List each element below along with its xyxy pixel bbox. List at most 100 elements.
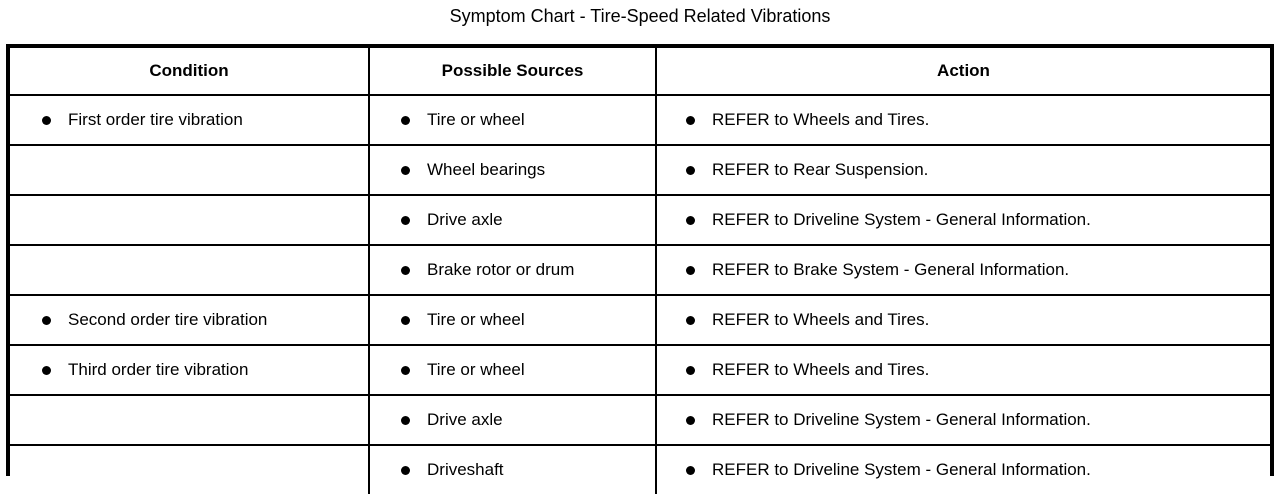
bullet-icon (401, 415, 410, 425)
list-item: Wheel bearings (370, 160, 655, 180)
cell-condition (10, 445, 370, 494)
table-row: Second order tire vibration Tire or wheel… (10, 295, 1270, 346)
symptom-chart-page: Symptom Chart - Tire-Speed Related Vibra… (6, 6, 1274, 494)
list-item-label: REFER to Wheels and Tires. (712, 360, 930, 379)
cell-possible-source: Drive axle (369, 395, 657, 446)
list-item-label: Driveshaft (427, 460, 504, 479)
table-header: Condition Possible Sources Action (10, 48, 1270, 96)
list-item: REFER to Wheels and Tires. (657, 360, 1270, 380)
cell-condition (10, 195, 370, 246)
column-header-possible-sources-label: Possible Sources (441, 61, 584, 80)
list-item: Tire or wheel (370, 360, 655, 380)
list-item: REFER to Driveline System - General Info… (657, 410, 1270, 430)
empty-cell (10, 160, 368, 180)
bullet-icon (686, 215, 695, 225)
list-item-label: Drive axle (427, 410, 503, 429)
bullet-icon (42, 365, 51, 375)
cell-action: REFER to Driveline System - General Info… (656, 195, 1270, 246)
empty-cell (10, 410, 368, 430)
list-item-label: REFER to Wheels and Tires. (712, 110, 930, 129)
cell-action: REFER to Brake System - General Informat… (656, 245, 1270, 296)
list-item-label: Second order tire vibration (68, 310, 268, 329)
cell-condition (10, 145, 370, 196)
list-item: Drive axle (370, 210, 655, 230)
table-row: First order tire vibration Tire or wheel R… (10, 95, 1270, 146)
list-item: Drive axle (370, 410, 655, 430)
list-item-label: REFER to Driveline System - General Info… (712, 460, 1091, 479)
cell-action: REFER to Wheels and Tires. (656, 345, 1270, 396)
bullet-icon (401, 115, 410, 125)
column-header-action-label: Action (937, 61, 990, 80)
cell-condition (10, 395, 370, 446)
list-item: REFER to Driveline System - General Info… (657, 460, 1270, 480)
header-row: Condition Possible Sources Action (10, 48, 1270, 96)
cell-possible-source: Tire or wheel (369, 95, 657, 146)
cell-condition: First order tire vibration (10, 95, 370, 146)
bullet-icon (686, 465, 695, 475)
list-item-label: Tire or wheel (427, 360, 525, 379)
symptom-table: Condition Possible Sources Action First … (10, 48, 1270, 494)
list-item: Driveshaft (370, 460, 655, 480)
table-row: Wheel bearings REFER to Rear Suspension. (10, 145, 1270, 196)
column-header-possible-sources: Possible Sources (369, 48, 657, 96)
cell-possible-source: Tire or wheel (369, 345, 657, 396)
bullet-icon (401, 465, 410, 475)
list-item: Third order tire vibration (10, 360, 368, 380)
cell-possible-source: Brake rotor or drum (369, 245, 657, 296)
page-title: Symptom Chart - Tire-Speed Related Vibra… (449, 6, 831, 26)
bullet-icon (42, 315, 51, 325)
table-row: Brake rotor or drum REFER to Brake System… (10, 245, 1270, 296)
list-item-label: Tire or wheel (427, 110, 525, 129)
bullet-icon (686, 265, 695, 275)
list-item: First order tire vibration (10, 110, 368, 130)
cell-condition (10, 245, 370, 296)
cell-condition: Third order tire vibration (10, 345, 370, 396)
table-row: Third order tire vibration Tire or wheel R… (10, 345, 1270, 396)
list-item-label: REFER to Driveline System - General Info… (712, 210, 1091, 229)
bullet-icon (401, 315, 410, 325)
list-item: REFER to Driveline System - General Info… (657, 210, 1270, 230)
list-item-label: REFER to Wheels and Tires. (712, 310, 930, 329)
cell-condition: Second order tire vibration (10, 295, 370, 346)
list-item-label: REFER to Rear Suspension. (712, 160, 929, 179)
cell-action: REFER to Wheels and Tires. (656, 295, 1270, 346)
empty-cell (10, 210, 368, 230)
empty-cell (10, 260, 368, 280)
bullet-icon (686, 365, 695, 375)
table-row: Drive axle REFER to Driveline System - Ge… (10, 395, 1270, 446)
list-item-label: First order tire vibration (68, 110, 243, 129)
list-item-label: Brake rotor or drum (427, 260, 575, 279)
cell-action: REFER to Driveline System - General Info… (656, 395, 1270, 446)
list-item-label: Tire or wheel (427, 310, 525, 329)
list-item: Brake rotor or drum (370, 260, 655, 280)
cell-action: REFER to Driveline System - General Info… (656, 445, 1270, 494)
list-item-label: Wheel bearings (427, 160, 546, 179)
symptom-table-container: Condition Possible Sources Action First … (6, 44, 1274, 494)
list-item: REFER to Wheels and Tires. (657, 310, 1270, 330)
bullet-icon (401, 265, 410, 275)
bullet-icon (401, 215, 410, 225)
cell-action: REFER to Wheels and Tires. (656, 95, 1270, 146)
cell-possible-source: Driveshaft (369, 445, 657, 494)
list-item-label: Drive axle (427, 210, 503, 229)
list-item: Second order tire vibration (10, 310, 368, 330)
list-item-label: Third order tire vibration (68, 360, 249, 379)
bullet-icon (401, 365, 410, 375)
list-item-label: REFER to Brake System - General Informat… (712, 260, 1070, 279)
list-item: Tire or wheel (370, 310, 655, 330)
list-item: Tire or wheel (370, 110, 655, 130)
bullet-icon (401, 165, 410, 175)
column-header-condition-label: Condition (149, 61, 229, 80)
list-item-label: REFER to Driveline System - General Info… (712, 410, 1091, 429)
column-header-action: Action (656, 48, 1270, 96)
list-item: REFER to Wheels and Tires. (657, 110, 1270, 130)
bullet-icon (686, 415, 695, 425)
bullet-icon (686, 115, 695, 125)
bullet-icon (686, 315, 695, 325)
cell-possible-source: Wheel bearings (369, 145, 657, 196)
table-row: Drive axle REFER to Driveline System - Ge… (10, 195, 1270, 246)
empty-cell (10, 460, 368, 480)
cell-possible-source: Drive axle (369, 195, 657, 246)
table-row: Driveshaft REFER to Driveline System - Ge… (10, 445, 1270, 494)
